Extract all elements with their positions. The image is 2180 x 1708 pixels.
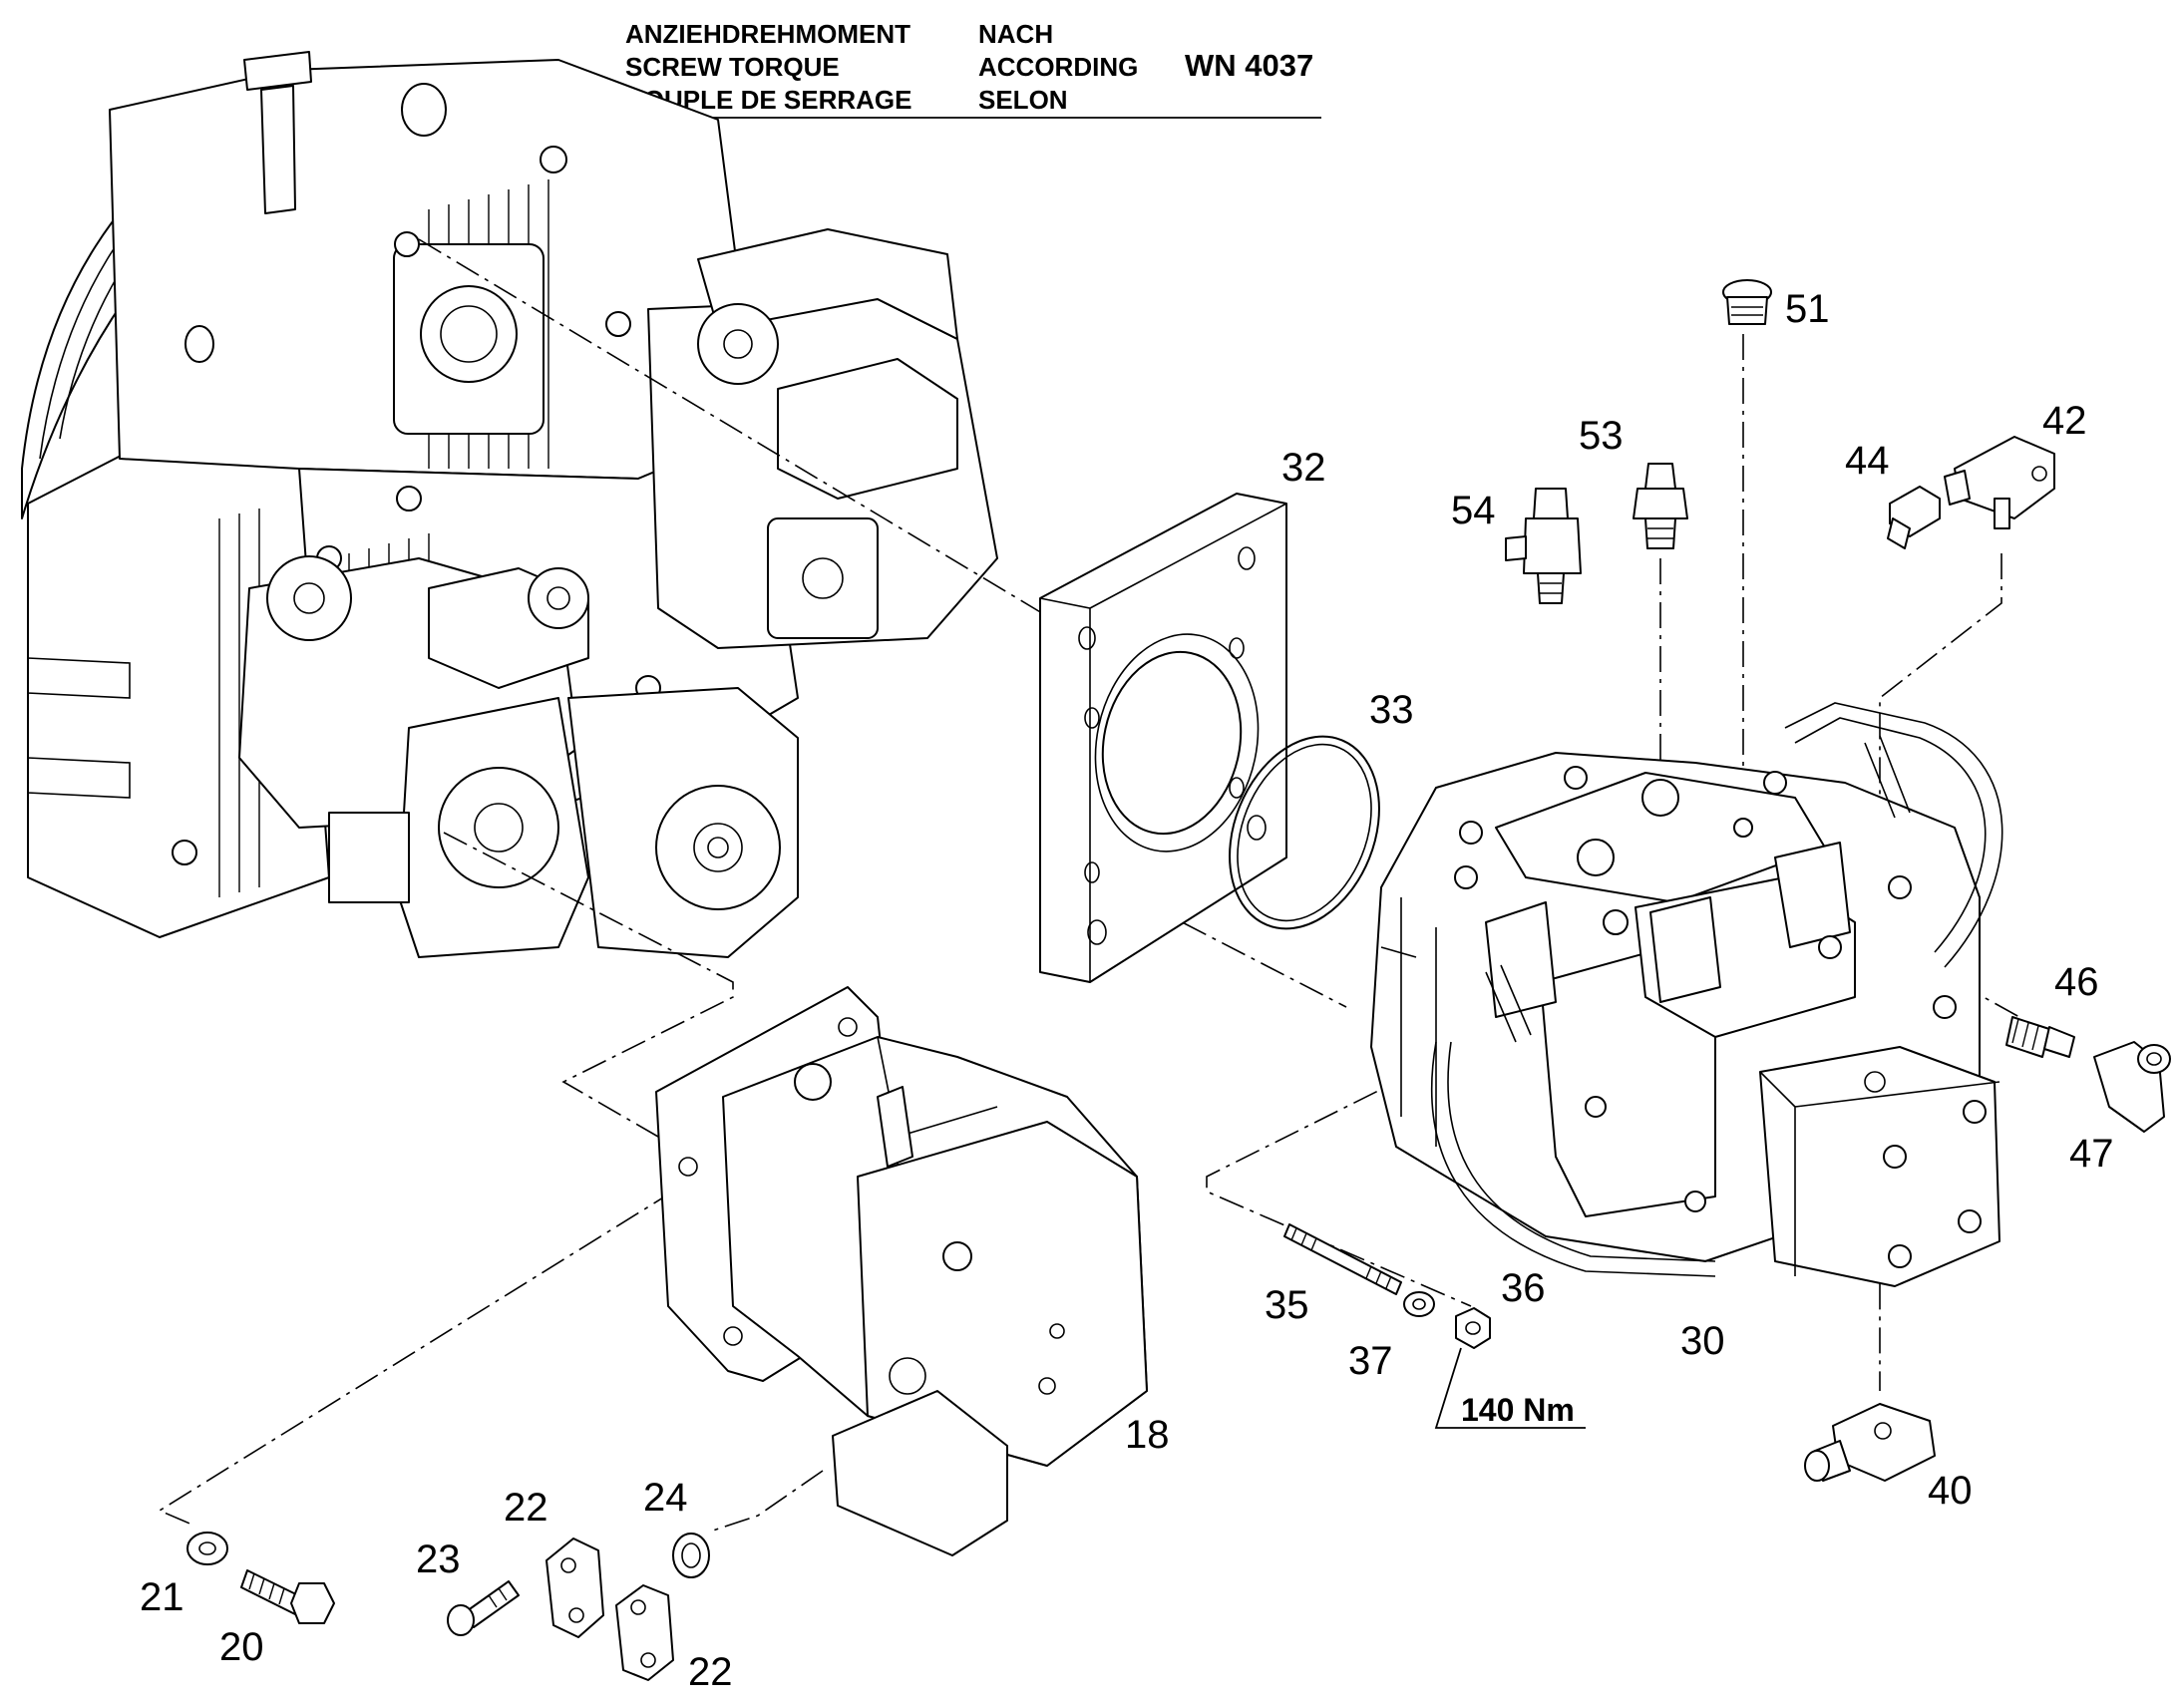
cap-screw-23 (447, 1580, 520, 1636)
callout-36: 36 (1501, 1266, 1546, 1310)
callout-24: 24 (643, 1476, 688, 1520)
nut-36 (1455, 1307, 1491, 1349)
elbow-42 (1944, 436, 2055, 529)
pump-spring (1864, 735, 1911, 819)
stud-35 (1283, 1223, 1402, 1295)
header-word-fr: SELON (978, 85, 1068, 115)
callout-32: 32 (1281, 446, 1326, 490)
mounted-pump-units (238, 228, 998, 958)
motor-port-block (832, 1390, 1008, 1556)
seal-ring-24 (672, 1533, 710, 1578)
callout-33: 33 (1369, 688, 1414, 732)
port-fitting-54 (1577, 839, 1615, 876)
header-word-de: NACH (978, 19, 1053, 49)
filler-cap (243, 51, 312, 91)
centerline-motor (443, 832, 734, 1138)
centerline-washer-21 (158, 1166, 714, 1527)
gearbox-assembly (21, 51, 998, 958)
motor-port-cap (942, 1241, 972, 1271)
centerline-seal-24 (712, 1470, 824, 1532)
split-flange-22a (545, 1537, 604, 1638)
callout-53: 53 (1579, 414, 1624, 458)
split-flange-22b (615, 1584, 674, 1681)
filler-pipe (260, 85, 296, 214)
callout-47: 47 (2069, 1132, 2114, 1176)
loose-parts (186, 279, 2171, 1681)
washer-37 (1403, 1291, 1435, 1317)
callout-numbers: 18 20 21 22 22 23 24 30 32 33 35 36 37 4… (140, 287, 2114, 1694)
callout-21: 21 (140, 1575, 184, 1619)
callout-42: 42 (2042, 399, 2087, 443)
header-label-en: SCREW TORQUE (625, 52, 840, 82)
callout-54: 54 (1451, 489, 1496, 532)
torque-leader (1434, 1347, 1586, 1429)
elbow-47 (2093, 1041, 2171, 1133)
motor-stub-pin (877, 1086, 913, 1168)
torque-value-label: 140 Nm (1461, 1392, 1575, 1428)
pump-pipe-lower (1430, 1041, 1716, 1277)
pump-solenoid-right (1774, 842, 1851, 948)
callout-46: 46 (2054, 960, 2099, 1004)
centerline-flange (418, 238, 1043, 614)
pump-solenoid-center (1649, 896, 1721, 1003)
port-fitting-53 (1641, 779, 1679, 817)
bolt-20 (240, 1569, 335, 1624)
callout-22-lower: 22 (688, 1650, 733, 1694)
tee-fitting-54 (1505, 488, 1582, 604)
fitting-44 (1887, 486, 1941, 549)
o-ring-33 (1229, 735, 1380, 930)
plug-51 (1722, 279, 1772, 325)
callout-44: 44 (1845, 439, 1890, 483)
centerline-stud-35 (1206, 1071, 1472, 1307)
motor-end-cap (857, 1121, 1148, 1467)
flange-fitting-40 (1804, 1403, 1936, 1482)
fitting-53 (1633, 463, 1688, 549)
mounting-bands (27, 657, 131, 799)
callout-40: 40 (1928, 1469, 1973, 1513)
callout-37: 37 (1348, 1339, 1393, 1383)
adapter-plate-32 (1039, 493, 1287, 983)
header-word-en: ACCORDING (978, 52, 1138, 82)
charge-pump-housing (1759, 1046, 2000, 1287)
pump-bolts (1454, 766, 1987, 1268)
callout-18: 18 (1125, 1413, 1170, 1457)
drive-flange-bore (420, 285, 518, 383)
fitting-46 (2005, 1016, 2075, 1058)
callout-30: 30 (1680, 1319, 1725, 1363)
pump-pipe-upper (1784, 702, 2003, 968)
callout-35: 35 (1265, 1283, 1309, 1327)
callout-22-upper: 22 (504, 1486, 548, 1530)
washer-21 (186, 1532, 228, 1565)
hydraulic-motor-18 (655, 986, 1148, 1556)
callout-23: 23 (416, 1537, 461, 1581)
lifting-eye-lower (184, 325, 214, 363)
callout-51: 51 (1785, 287, 1830, 331)
lifting-eye-bolt (401, 83, 447, 137)
callout-20: 20 (219, 1625, 264, 1669)
adapter-plate-bore (1101, 650, 1243, 836)
header-standard: WN 4037 (1185, 48, 1313, 83)
port-plug-51 (1733, 818, 1753, 838)
hydraulic-pump-30 (1370, 702, 2003, 1287)
pump-solenoid-left (1485, 901, 1557, 1018)
motor-plug (794, 1063, 832, 1101)
header-label-de: ANZIEHDREHMOMENT (625, 19, 910, 49)
adapter-plate-holes (1078, 546, 1267, 945)
